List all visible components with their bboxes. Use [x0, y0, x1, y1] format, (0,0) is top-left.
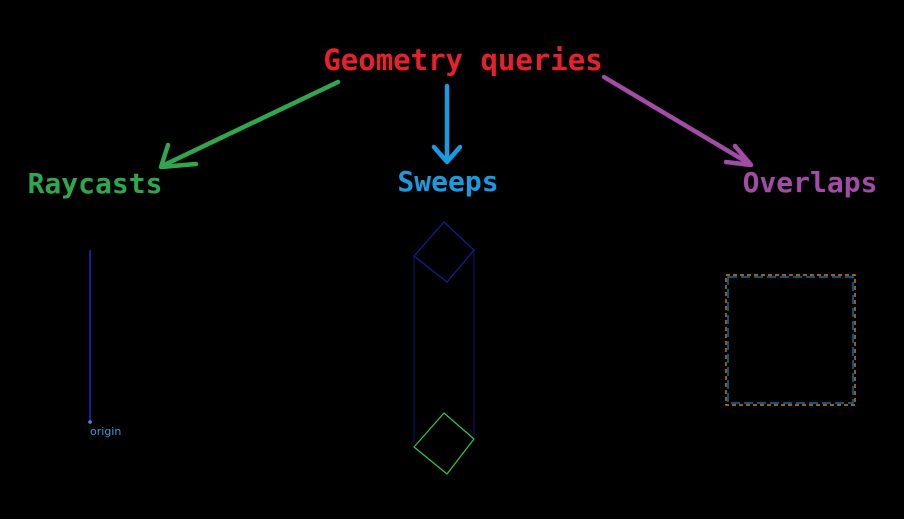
overlap-inner-box [727, 276, 854, 404]
branch-label-raycasts: Raycasts [28, 167, 163, 200]
diagram-title: Geometry queries [323, 43, 602, 77]
sweep-end-box [413, 412, 475, 475]
arrow-to-overlaps [601, 74, 754, 168]
arrow-to-sweeps [431, 83, 463, 165]
overlap-outer-box [725, 274, 856, 406]
raycast-origin-dot [88, 420, 92, 424]
branch-label-sweeps: Sweeps [397, 165, 498, 198]
sweep-start-box [413, 221, 475, 283]
arrow-to-raycasts [158, 79, 341, 170]
branch-label-overlaps: Overlaps [743, 166, 878, 199]
sweep-trail [413, 250, 475, 442]
raycast-origin-label: origin [90, 425, 121, 438]
